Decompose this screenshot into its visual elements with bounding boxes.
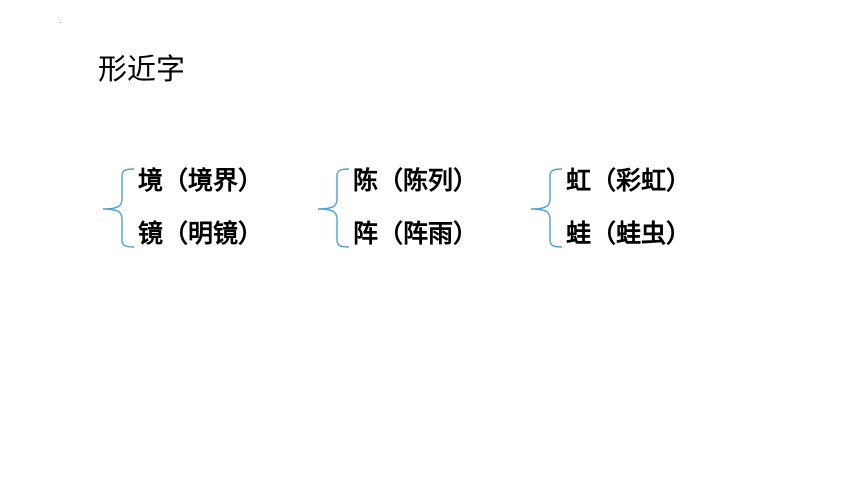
char-group-2-item-2: 阵（阵雨） (353, 219, 479, 248)
slide-title: 形近字 (98, 52, 186, 86)
char-group-1-item-2: 镜（明镜） (138, 219, 264, 248)
char-group-2: 陈（陈列） 阵（阵雨） (315, 160, 515, 260)
char-group-3: 虹（彩虹） 蛙（蛙虫） (528, 160, 728, 260)
brace-icon (317, 168, 350, 248)
char-group-3-item-2: 蛙（蛙虫） (566, 219, 692, 248)
brace-icon (102, 168, 135, 248)
brace-icon (530, 168, 563, 248)
char-group-1: 境（境界） 镜（明镜） (100, 160, 300, 260)
decorative-dot (60, 22, 61, 23)
char-group-2-item-1: 陈（陈列） (353, 166, 479, 195)
char-group-1-item-1: 境（境界） (138, 166, 264, 195)
char-group-3-item-1: 虹（彩虹） (566, 166, 692, 195)
